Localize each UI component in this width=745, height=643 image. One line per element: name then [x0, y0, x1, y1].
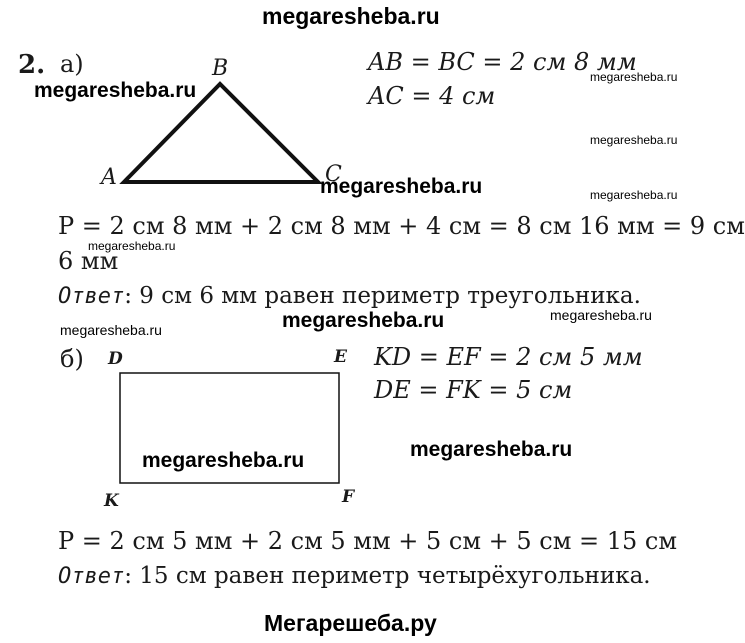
vertex-b-label: B — [212, 56, 229, 81]
watermark-1: megaresheba.ru — [34, 79, 197, 102]
watermark-9: megaresheba.ru — [550, 307, 652, 323]
perimeter-a-line2: 6 мм — [58, 247, 119, 275]
vertex-k-label: K — [104, 491, 119, 511]
part-a-label: а) — [60, 50, 84, 78]
vertex-d-label: D — [108, 349, 123, 369]
given-ab-bc: AB = BC = 2 см 8 мм — [368, 48, 637, 76]
vertex-c-label: C — [325, 162, 342, 187]
answer-a-word: Ответ — [58, 284, 125, 309]
watermark-2: megaresheba.ru — [590, 70, 678, 84]
part-b-label: б) — [60, 345, 84, 373]
watermark-11: megaresheba.ru — [410, 438, 573, 461]
answer-a: Ответ: 9 см 6 мм равен периметр треуголь… — [58, 283, 641, 309]
answer-b: Ответ: 15 см равен периметр четырёхуголь… — [58, 563, 651, 589]
given-de-fk: DE = FK = 5 см — [374, 376, 573, 404]
watermark-7: megaresheba.ru — [60, 322, 162, 338]
vertex-a-label: A — [101, 165, 117, 190]
watermark-5: megaresheba.ru — [590, 188, 678, 202]
vertex-f-label: F — [342, 487, 355, 507]
perimeter-a-line1: P = 2 см 8 мм + 2 см 8 мм + 4 см = 8 см … — [58, 212, 745, 240]
given-kd-ef: KD = EF = 2 см 5 мм — [374, 343, 643, 371]
answer-b-word: Ответ — [58, 564, 125, 589]
vertex-e-label: E — [334, 347, 347, 367]
watermark-top: megaresheba.ru — [262, 3, 440, 29]
watermark-6: megaresheba.ru — [88, 239, 176, 253]
watermark-3: megaresheba.ru — [590, 133, 678, 147]
rectangle-figure — [119, 372, 340, 484]
answer-a-text: : 9 см 6 мм равен периметр треугольника. — [124, 283, 641, 309]
watermark-4: megaresheba.ru — [320, 175, 483, 198]
given-ac: AC = 4 см — [368, 82, 496, 110]
problem-number: 2. — [18, 50, 46, 80]
answer-b-text: : 15 см равен периметр четырёхугольника. — [124, 563, 651, 589]
watermark-bottom: Мегарешеба.ру — [264, 610, 437, 636]
perimeter-b-line: P = 2 см 5 мм + 2 см 5 мм + 5 см + 5 см … — [58, 527, 678, 555]
watermark-10: megaresheba.ru — [142, 449, 305, 472]
watermark-8: megaresheba.ru — [282, 309, 445, 332]
triangle-figure — [119, 81, 340, 484]
